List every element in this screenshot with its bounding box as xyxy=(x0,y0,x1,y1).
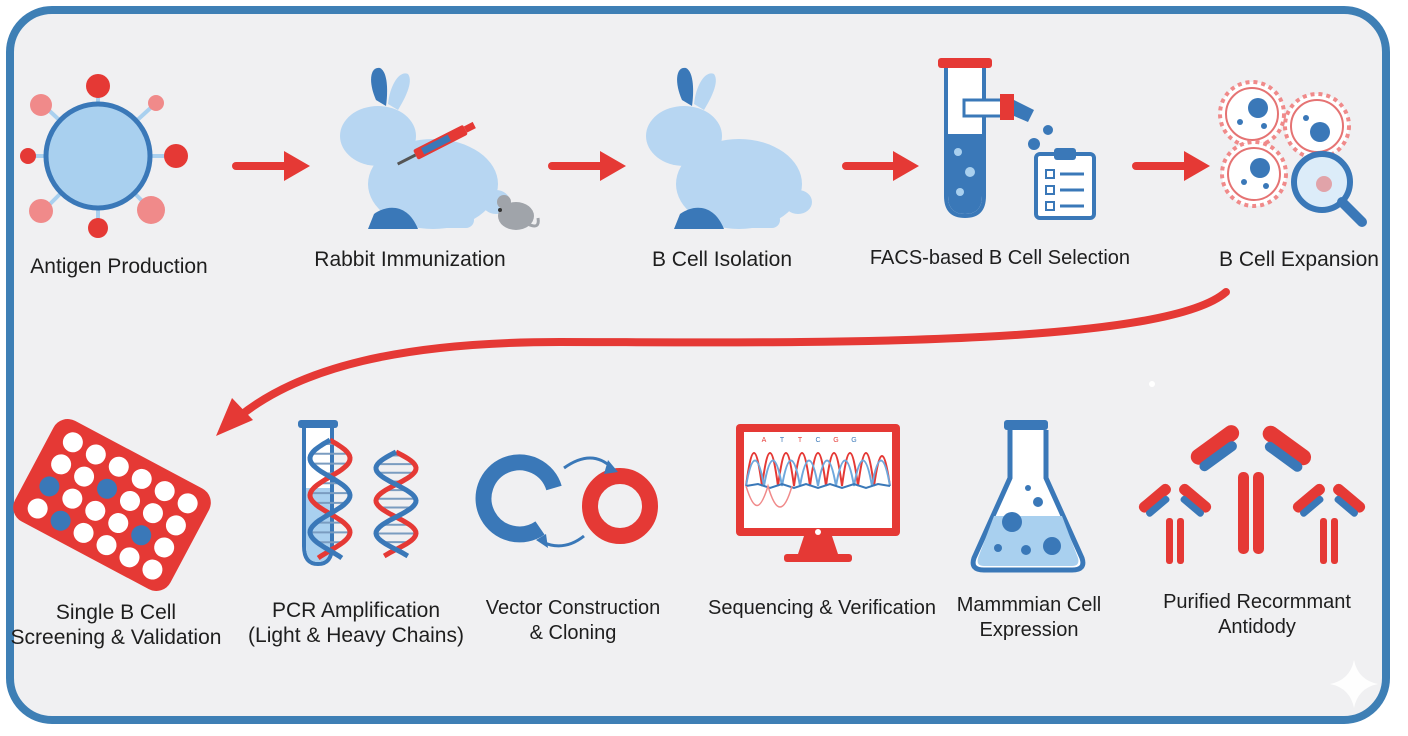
step-label-b-cell-expansion: B Cell Expansion xyxy=(1219,248,1379,271)
antigen-icon xyxy=(20,74,188,238)
step-label-antigen-production: Antigen Production xyxy=(30,255,208,278)
arrow-4-5 xyxy=(1132,151,1210,181)
arrow-2-3 xyxy=(548,151,626,181)
mouse-icon xyxy=(497,195,540,230)
arrow-1-2 xyxy=(232,151,310,181)
step-label-facs-selection: FACS-based B Cell Selection xyxy=(869,247,1131,269)
cells-magnifier-icon xyxy=(1218,80,1367,227)
antibody-icon xyxy=(1138,425,1366,564)
sequence-base-label: C xyxy=(815,437,820,444)
sparkle-icon xyxy=(1330,660,1378,708)
sequence-base-label: A xyxy=(762,437,767,444)
sequence-base-label: G xyxy=(833,437,838,444)
well-plate-icon xyxy=(13,418,211,592)
rabbit-icon xyxy=(646,67,812,229)
rabbit-syringe-icon xyxy=(340,67,540,230)
dna-tube-icon xyxy=(298,420,419,567)
magnifier-icon xyxy=(1291,151,1367,227)
sparkle-dot xyxy=(1149,381,1155,387)
curved-arrow-row-return xyxy=(216,288,1230,436)
flask-icon xyxy=(970,420,1086,573)
step-label-rabbit-immunization: Rabbit Immunization xyxy=(314,248,506,271)
arrow-3-4 xyxy=(842,151,919,181)
test-tube-clipboard-icon xyxy=(938,58,1096,220)
step-label-pcr-amplification: PCR Amplification(Light & Heavy Chains) xyxy=(248,599,464,647)
sequence-base-label: T xyxy=(798,437,803,444)
plasmid-rings-icon xyxy=(475,454,658,548)
step-label-sequencing-verification: Sequencing & Verification xyxy=(708,597,936,619)
sequence-base-label: G xyxy=(851,437,856,444)
step-label-b-cell-isolation: B Cell Isolation xyxy=(651,248,793,271)
step-label-vector-construction: Vector Construction& Cloning xyxy=(485,597,661,644)
sequence-base-label: T xyxy=(780,437,785,444)
